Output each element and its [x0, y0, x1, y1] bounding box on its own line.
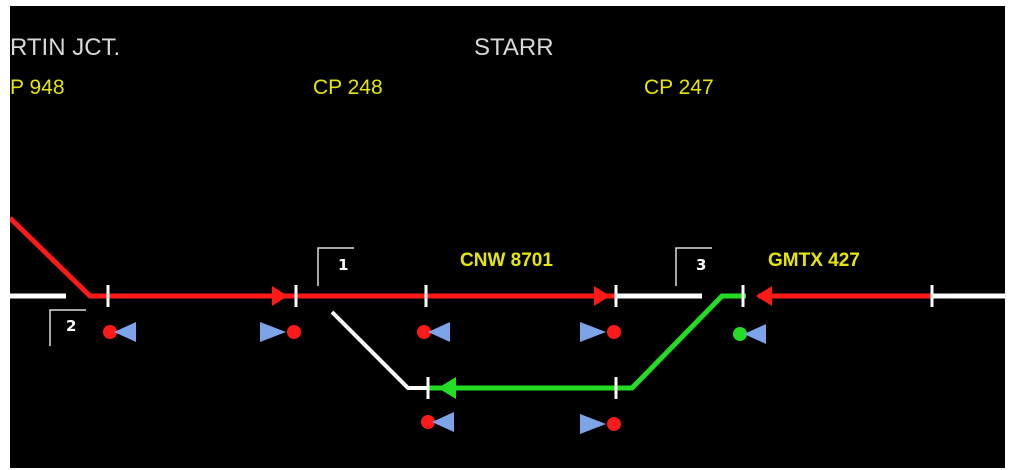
switch-bracket-3[interactable] [675, 247, 712, 286]
insulated-joints [106, 285, 934, 399]
arrow-westbound-siding [438, 377, 456, 399]
switch-number-2: 2 [66, 317, 77, 335]
track-siding-route-cleared[interactable] [428, 293, 746, 391]
arrow-westbound-gmtx [756, 286, 772, 306]
ctc-track-diagram: RTIN JCT. STARR P 948 CP 248 CP 247 CNW … [10, 6, 1005, 468]
station-label-left: RTIN JCT. [10, 34, 121, 61]
switch-bracket-1[interactable] [317, 247, 354, 286]
station-label-starr: STARR [474, 34, 554, 61]
train-tag-gmtx-427[interactable]: GMTX 427 [768, 250, 860, 271]
signal-cp248-main-west[interactable] [260, 322, 301, 342]
signal-cp248-siding[interactable] [421, 412, 454, 432]
signal-cp247-main-east[interactable] [733, 324, 766, 344]
track-main-occupied[interactable] [10, 216, 616, 299]
track-graphics [10, 216, 1005, 434]
arrow-eastbound-2 [594, 286, 610, 306]
signal-cp948-main[interactable] [103, 322, 136, 342]
signal-cp247-siding[interactable] [580, 414, 621, 434]
arrow-eastbound-1 [272, 286, 288, 306]
track-siding-west-idle[interactable] [330, 310, 428, 390]
switch-number-3: 3 [696, 256, 707, 274]
switch-number-1: 1 [338, 256, 349, 274]
cp-label-248: CP 248 [313, 76, 383, 99]
cp-label-247: CP 247 [644, 76, 714, 99]
train-tag-cnw-8701[interactable]: CNW 8701 [460, 250, 553, 271]
signal-cp248-main-east[interactable] [417, 322, 450, 342]
cp-label-948: P 948 [10, 76, 65, 99]
switch-bracket-2[interactable] [49, 309, 86, 346]
signal-cp247-main-west[interactable] [580, 322, 621, 342]
